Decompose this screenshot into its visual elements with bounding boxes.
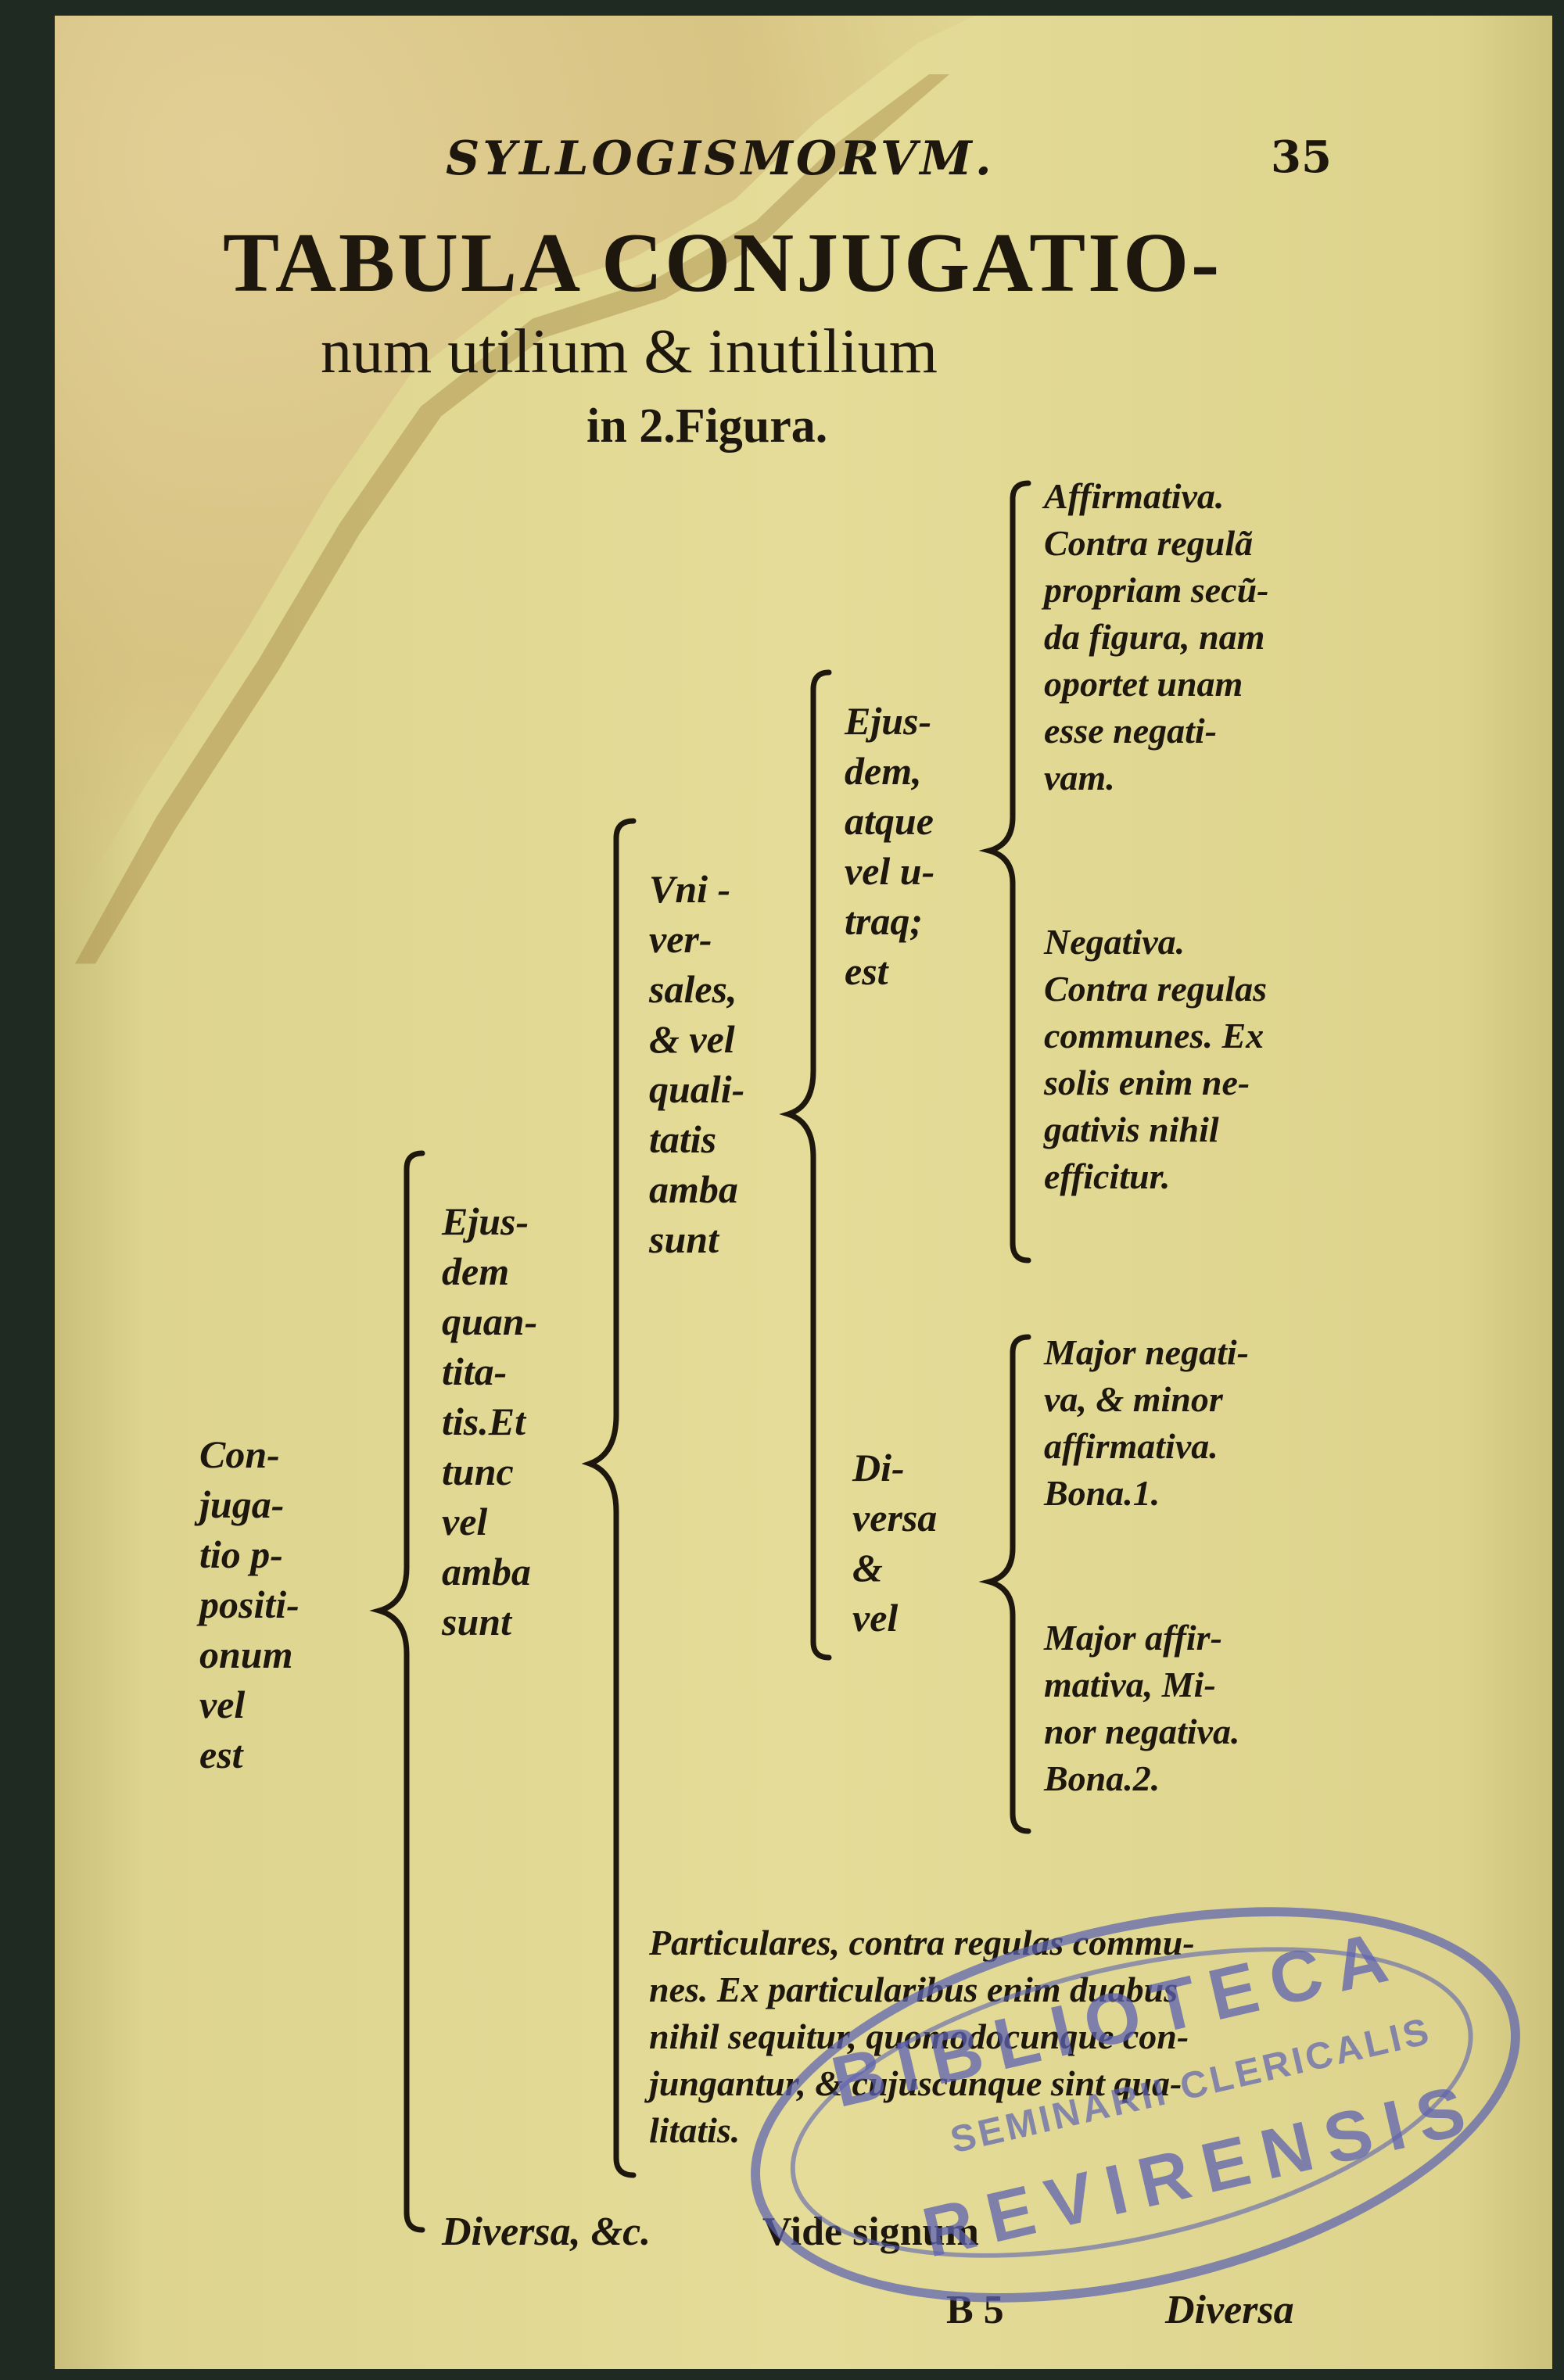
leaf-negativa: Negativa. Contra regulas communes. Ex so…: [1044, 922, 1268, 1196]
tree-root-label: Con- juga- tio p- positi- onum vel est: [199, 1432, 300, 1776]
leaf-bona-2: Major affir- mativa, Mi- nor negativa. B…: [1044, 1618, 1240, 1798]
signature-mark: B 5: [946, 2288, 1004, 2332]
brace-level2: [581, 818, 637, 2178]
page-number: 35: [1271, 131, 1332, 183]
tree-level1-label: Ejus- dem quan- tita- tis.Et tunc vel am…: [442, 1199, 538, 1643]
title-line-1: TABULA CONJUGATIO-: [223, 217, 1222, 310]
tree-level3b-label: Di- versa & vel: [852, 1446, 938, 1640]
particulares-text: Particulares, contra regulas commu- nes.…: [649, 1923, 1195, 2150]
brace-level1: [369, 1150, 425, 2233]
title-line-3: in 2.Figura.: [586, 400, 828, 453]
catchword: Diversa: [1165, 2288, 1294, 2332]
leaf-bona-1: Major negati- va, & minor affirmativa. B…: [1044, 1332, 1249, 1513]
tree-level2-label: Vni - ver- sales, & vel quali- tatis amb…: [649, 867, 745, 1261]
title-line-2: num utilium & inutilium: [321, 317, 938, 386]
brace-diversa: [978, 1334, 1031, 1834]
running-head: SYLLOGISMORVM.: [446, 131, 995, 186]
diversa-label: Diversa, &c.: [442, 2210, 651, 2254]
bracket-diagram: [369, 480, 1031, 2233]
tree-level3a-label: Ejus- dem, atque vel u- traq; est: [845, 699, 935, 993]
book-page: SYLLOGISMORVM. 35 TABULA CONJUGATIO- num…: [55, 16, 1552, 2369]
vide-signum: Vide signum: [762, 2210, 979, 2254]
brace-level3: [779, 669, 832, 1661]
brace-ejusdem: [978, 480, 1031, 1263]
leaf-affirmativa: Affirmativa. Contra regulã propriam secũ…: [1044, 476, 1269, 798]
